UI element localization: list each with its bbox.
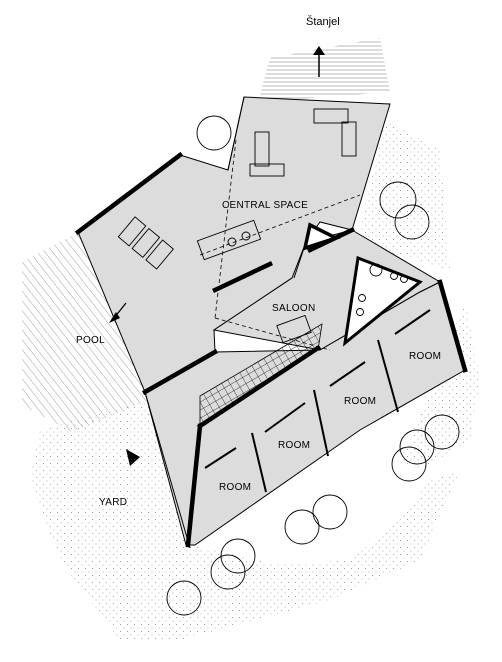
- staircase: [199, 323, 323, 427]
- north-label: Štanjel: [306, 15, 340, 28]
- triangle-entrance-icon: [126, 449, 140, 466]
- triangle-kitchen: [342, 255, 423, 347]
- room-label-3: ROOM: [278, 440, 310, 451]
- central-space-label: CENTRAL SPACE: [222, 200, 308, 211]
- north-hatch-area: [258, 38, 390, 102]
- furniture: [117, 108, 408, 344]
- room-label-2: ROOM: [344, 396, 376, 407]
- east-ground-texture: [360, 120, 480, 470]
- room-walls: [204, 309, 431, 493]
- room-label-1: ROOM: [409, 351, 441, 362]
- room-label-4: ROOM: [219, 482, 251, 493]
- yard-label: YARD: [99, 497, 127, 508]
- circle-tree-icon: [166, 115, 460, 616]
- arrow-down-left-icon: [109, 302, 127, 323]
- yard-ground-texture: [30, 400, 460, 640]
- triangle-light-well: [302, 222, 341, 251]
- saloon-label: SALOON: [272, 303, 315, 314]
- pool-label: POOL: [76, 335, 105, 346]
- arrow-up-icon: [313, 46, 325, 77]
